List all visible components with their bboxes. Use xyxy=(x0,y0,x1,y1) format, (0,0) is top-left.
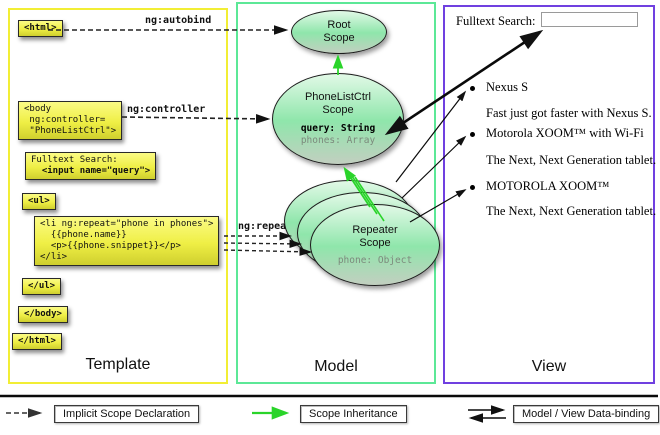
prop-phones-array: phones: Array xyxy=(300,135,376,146)
label-ng-repeat: ng:repeat xyxy=(238,221,293,232)
label-ng-controller: ng:controller xyxy=(127,104,206,115)
root-scope-name: Root xyxy=(327,19,351,31)
bullet-icon xyxy=(470,185,475,190)
fulltext-input-line: <input name="query"> xyxy=(31,166,151,176)
view-item-title: Nexus S xyxy=(486,80,529,94)
code-box-li-repeat: <li ng:repeat="phone in phones"> {{phone… xyxy=(34,216,220,266)
view-item-desc: The Next, Next Generation tablet. xyxy=(486,204,657,218)
code-box-ul-close: </ul> xyxy=(22,278,62,295)
template-column-title: Template xyxy=(85,356,151,373)
bullet-icon xyxy=(470,86,475,91)
label-ng-autobind: ng:autobind xyxy=(145,15,212,26)
phonelistctrl-scope-name: PhoneListCtrl xyxy=(304,91,372,103)
bullet-icon xyxy=(470,132,475,137)
phonelistctrl-scope-name2: Scope xyxy=(322,104,354,116)
root-scope-ellipse: Root Scope xyxy=(291,10,387,54)
template-column-frame xyxy=(8,8,228,384)
code-box-body-open: <body ng:controller= "PhoneListCtrl"> xyxy=(18,101,123,140)
fulltext-label-line: Fulltext Search: xyxy=(31,155,118,165)
prop-phone-object: phone: Object xyxy=(337,254,413,266)
repeater-scope-ellipse-front: Repeater Scope phone: Object xyxy=(310,204,440,286)
view-item-desc: Fast just got faster with Nexus S. xyxy=(486,106,652,120)
repeater-scope-name: Repeater xyxy=(352,223,398,236)
prop-query-string: query: String xyxy=(300,123,376,134)
legend-model-view-data-binding: Model / View Data-binding xyxy=(513,405,660,423)
view-search-input[interactable] xyxy=(541,12,638,27)
view-column-title: View xyxy=(531,358,567,375)
repeater-scope-name2: Scope xyxy=(359,236,391,249)
root-scope-name2: Scope xyxy=(323,32,355,44)
code-box-body-close: </body> xyxy=(18,306,68,323)
model-column-title: Model xyxy=(314,358,358,375)
legend-scope-inheritance: Scope Inheritance xyxy=(300,405,407,423)
view-search-label: Fulltext Search: xyxy=(456,14,536,28)
code-box-fulltext: Fulltext Search: <input name="query"> xyxy=(25,152,157,180)
view-column-frame xyxy=(443,5,655,384)
legend-implicit-scope-declaration: Implicit Scope Declaration xyxy=(54,405,200,423)
phonelistctrl-scope-ellipse: PhoneListCtrl Scope query: String phones… xyxy=(272,73,404,165)
code-box-html-close: </html> xyxy=(12,333,62,350)
view-item-title: MOTOROLA XOOM™ xyxy=(486,179,610,193)
view-item-desc: The Next, Next Generation tablet. xyxy=(486,153,657,167)
view-item-title: Motorola XOOM™ with Wi-Fi xyxy=(486,126,644,140)
code-box-html-open: <html> xyxy=(18,20,63,37)
code-box-ul-open: <ul> xyxy=(22,193,56,210)
